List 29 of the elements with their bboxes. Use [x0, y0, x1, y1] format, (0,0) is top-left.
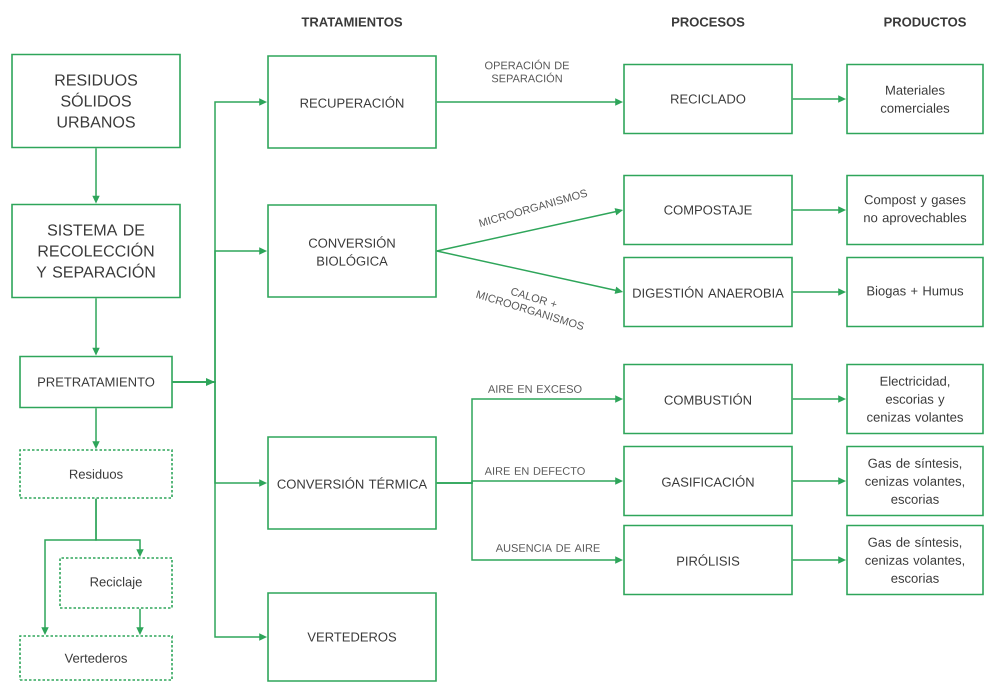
process-box: Materiales comerciales — [846, 64, 984, 134]
process-box: Gas de síntesis, cenizas volantes, escorias — [846, 524, 984, 596]
process-box: PIRÓLISIS — [623, 524, 793, 596]
process-box: Gas de síntesis, cenizas volantes, escorias — [846, 446, 984, 516]
process-box: Electricidad, escorias y cenizas volantes — [846, 364, 984, 434]
process-box: PRETRATAMIENTO — [19, 356, 173, 408]
process-box: Compost y gases no aprovechables — [846, 174, 984, 246]
column-heading: PRODUCTOS — [884, 17, 966, 27]
process-box: CONVERSIÓN TÉRMICA — [267, 436, 437, 530]
process-box: Biogas + Humus — [846, 256, 984, 328]
process-box: COMPOSTAJE — [623, 174, 793, 246]
process-box: RECICLADO — [623, 64, 793, 134]
edge-label: AUSENCIA DE AIRE — [496, 544, 600, 552]
process-box: CONVERSIÓN BIOLÓGICA — [267, 204, 437, 298]
process-box: RESIDUOS SÓLIDOS URBANOS — [11, 54, 181, 148]
process-box: GASIFICACIÓN — [623, 446, 793, 516]
column-heading: TRATAMIENTOS — [302, 17, 402, 27]
dashed-box: Residuos — [19, 449, 173, 499]
edge-label: AIRE EN EXCESO — [488, 385, 582, 393]
dashed-box: Vertederos — [19, 635, 173, 681]
process-box: VERTEDEROS — [267, 592, 437, 682]
process-box: DIGESTIÓN ANAEROBIA — [623, 256, 793, 328]
process-box: COMBUSTIÓN — [623, 364, 793, 434]
process-box: SISTEMA DE RECOLECCIÓN Y SEPARACIÓN — [11, 204, 181, 298]
column-heading: PROCESOS — [672, 17, 744, 27]
edge-label: AIRE EN DEFECTO — [484, 467, 585, 475]
process-box: RECUPERACIÓN — [267, 55, 437, 149]
dashed-box: Reciclaje — [59, 557, 173, 609]
edge-label: OPERACIÓN DE SEPARACIÓN — [485, 60, 569, 82]
